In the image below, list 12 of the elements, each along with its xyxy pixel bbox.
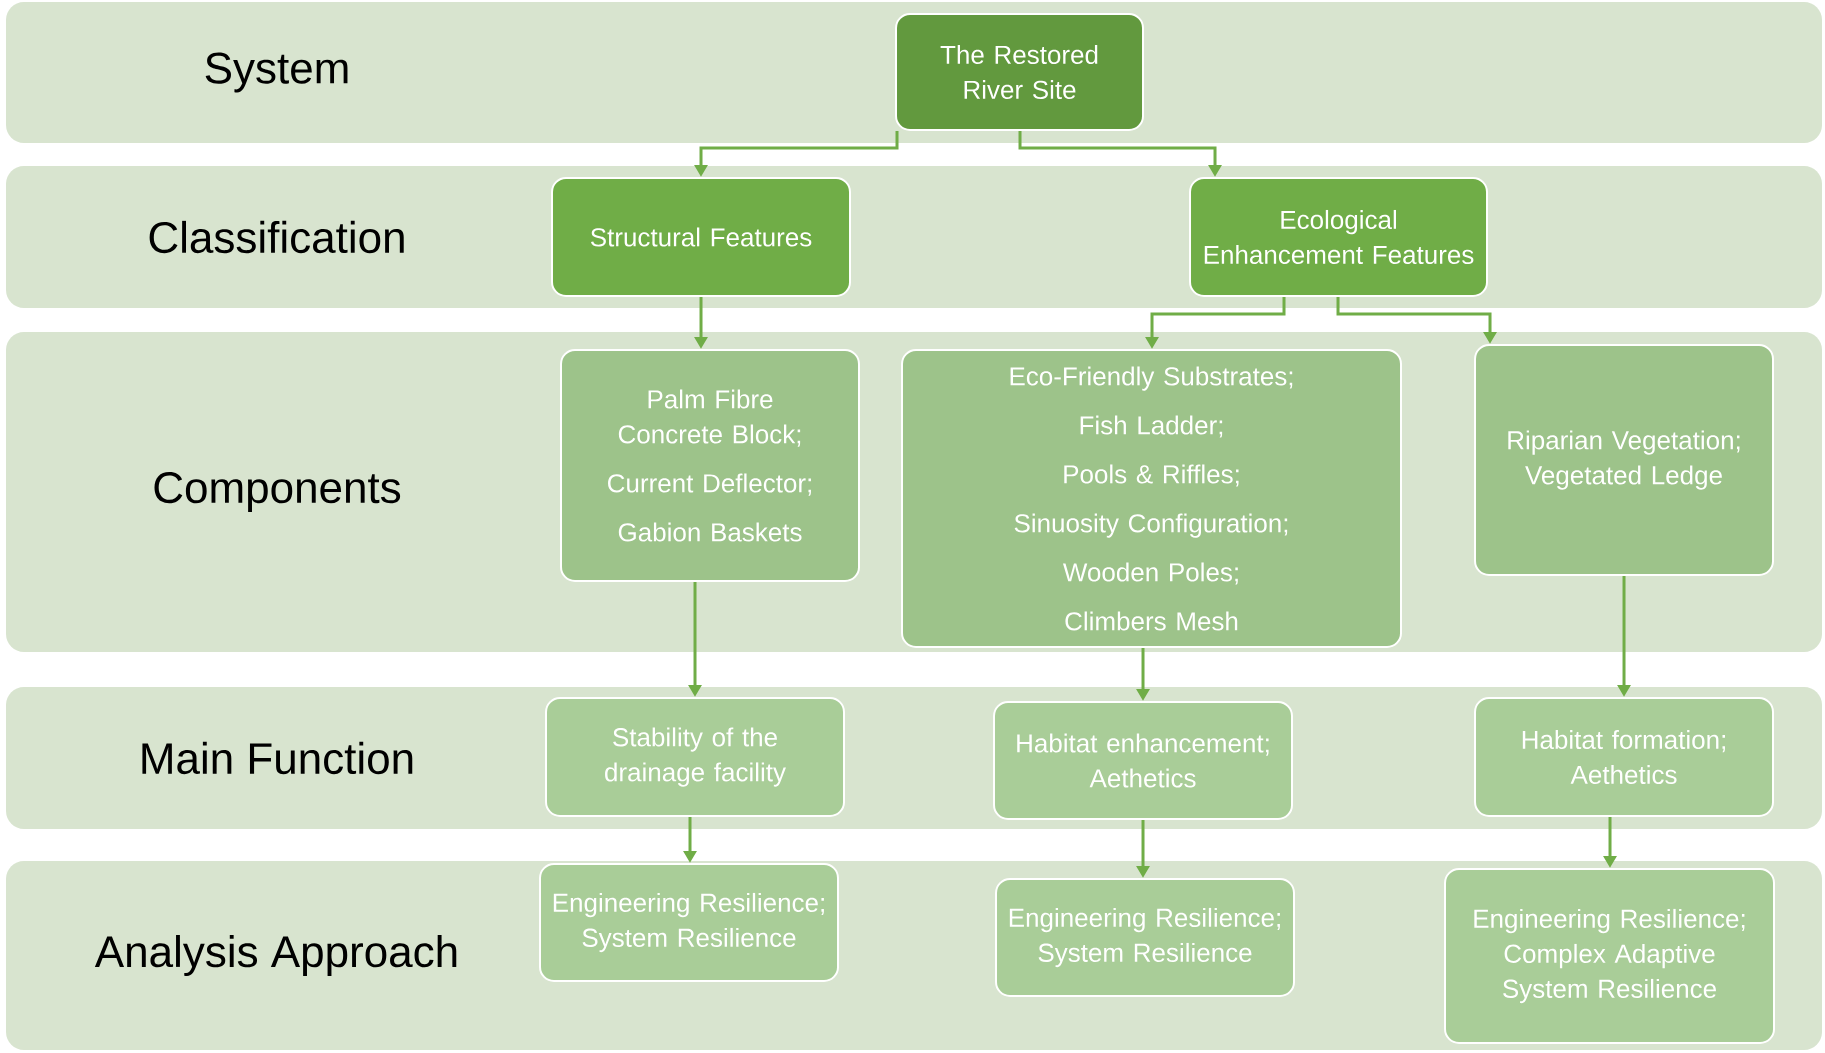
process-box: Stability of the drainage facility (545, 697, 845, 817)
process-box: Structural Features (551, 177, 851, 297)
process-box: Ecological Enhancement Features (1189, 177, 1488, 297)
process-box: Riparian Vegetation; Vegetated Ledge (1474, 344, 1774, 576)
process-box: Habitat formation; Aethetics (1474, 697, 1774, 817)
process-box: Engineering Resilience; System Resilience (995, 878, 1295, 997)
process-box: Habitat enhancement; Aethetics (993, 701, 1293, 820)
process-box: Engineering Resilience; Complex Adaptive System Resilience (1444, 868, 1775, 1044)
process-box: Engineering Resilience; System Resilience (539, 863, 839, 982)
process-box: Palm Fibre Concrete Block; Current Deflector; Gabion Baskets (560, 349, 860, 582)
process-box: Eco-Friendly Substrates; Fish Ladder; Pools & Riffles; Sinuosity Configuration; Wooden Poles; Climbers Mesh (901, 349, 1402, 648)
process-box: The Restored River Site (895, 13, 1144, 131)
